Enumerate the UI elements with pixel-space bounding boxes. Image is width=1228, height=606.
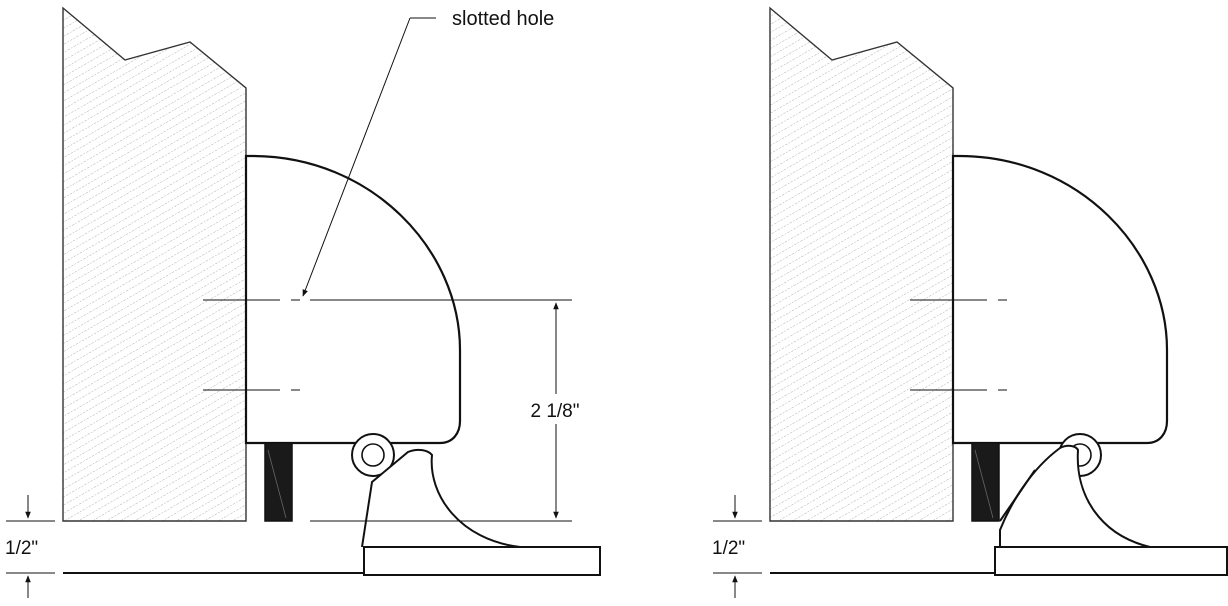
roller-wheel xyxy=(351,433,395,477)
floor-base-plate xyxy=(994,546,1228,576)
dimension-2-1-8: 2 1/8" xyxy=(310,302,590,522)
slotted-hole-callout: slotted hole xyxy=(302,8,554,297)
door-panel xyxy=(769,6,954,522)
right-view: 1/2" xyxy=(712,6,1228,598)
callout-label: slotted hole xyxy=(452,8,554,30)
centerlines xyxy=(910,299,1007,391)
left-view: 2 1/8" slotted hole 1/2" xyxy=(5,6,601,598)
stop-housing xyxy=(951,154,1169,445)
gap-dimension-left: 1/2" xyxy=(5,495,55,598)
floor-bracket-arm xyxy=(999,444,1151,548)
floor-bracket-arm xyxy=(361,448,521,548)
gap-dimension-label: 1/2" xyxy=(5,538,38,559)
door-panel xyxy=(62,6,247,522)
gap-dimension-right: 1/2" xyxy=(712,495,762,598)
vertical-dimension-label: 2 1/8" xyxy=(530,401,579,422)
floor-base-plate xyxy=(363,546,601,576)
centerlines xyxy=(203,299,572,391)
gap-dimension-label: 1/2" xyxy=(712,538,745,559)
